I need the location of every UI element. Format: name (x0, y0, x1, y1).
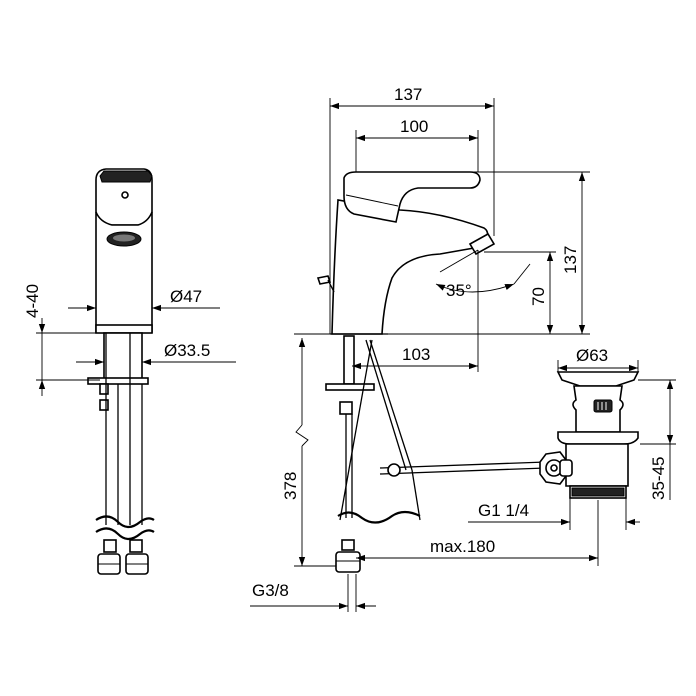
dim-diameter-base: Ø47 (170, 287, 202, 306)
waste-flange (557, 431, 639, 445)
dim-waste-diameter: Ø63 (576, 346, 608, 365)
dim-waste-adjust: 35-45 (649, 457, 668, 500)
side-washer (87, 377, 149, 385)
side-lever-hole (121, 191, 129, 199)
front-washer (325, 383, 375, 391)
dim-inlet-thread: G3/8 (252, 581, 289, 600)
side-fitting-r (129, 539, 143, 553)
dim-spout-angle: 35° (446, 281, 472, 300)
dim-width-overall: 137 (394, 85, 422, 104)
front-shank (343, 335, 355, 385)
side-nut-2 (99, 399, 109, 411)
dim-height-overall: 137 (561, 246, 580, 274)
front-fitting-nut (335, 551, 361, 573)
front-fitting (341, 539, 355, 551)
dim-width-inner: 100 (400, 117, 428, 136)
side-nut (99, 383, 109, 395)
waste-thread-band (571, 487, 625, 497)
dim-height-spout: 70 (529, 287, 548, 306)
side-shank (103, 332, 143, 381)
dim-rod-length: max.180 (430, 537, 495, 556)
dim-pipe-length: 378 (281, 472, 300, 500)
waste-grip (593, 399, 613, 413)
front-body (331, 199, 489, 335)
side-lever-cap (99, 170, 153, 183)
waste-assembly: Ø63 35-45 G1 1/4 (468, 346, 676, 530)
side-base (95, 324, 153, 334)
front-nut (339, 401, 353, 415)
dim-diameter-shank: Ø33.5 (164, 341, 210, 360)
side-break (95, 515, 155, 529)
front-view: 137 100 137 70 35° 103 378 (250, 85, 599, 612)
side-view: Ø47 Ø33.5 4-40 (23, 168, 236, 575)
front-spout-tip (468, 232, 496, 256)
rod-clip (387, 463, 401, 477)
front-break (337, 510, 421, 524)
side-body (95, 211, 153, 333)
waste-cap (556, 371, 640, 387)
waste-body (565, 443, 629, 487)
side-aerator-inner (113, 234, 135, 242)
side-fitting-l (103, 539, 117, 553)
dim-deck-thickness: 4-40 (23, 284, 42, 318)
dim-waste-thread: G1 1/4 (478, 501, 529, 520)
dim-spout-reach: 103 (402, 345, 430, 364)
